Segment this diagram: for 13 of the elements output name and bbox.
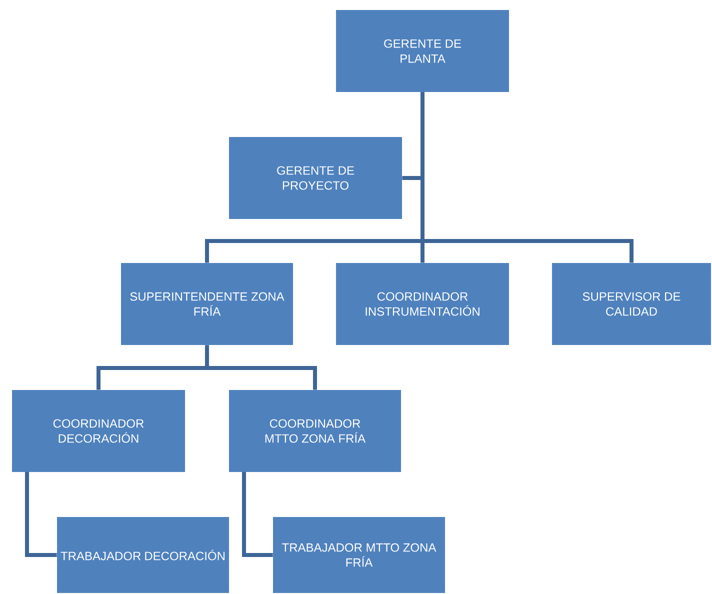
connector-line [420, 92, 634, 263]
org-box: TRABAJADOR DECORACIÓN [57, 517, 229, 593]
connector-line [242, 472, 273, 557]
org-box: GERENTE DE PROYECTO [229, 137, 402, 219]
connector-line [25, 472, 57, 557]
org-box: SUPERVISOR DE CALIDAD [552, 263, 711, 345]
org-box: COORDINADOR INSTRUMENTACIÓN [336, 263, 509, 345]
org-box: GERENTE DE PLANTA [336, 10, 509, 92]
org-box: COORDINADOR MTTO ZONA FRÍA [229, 390, 401, 472]
org-box: TRABAJADOR MTTO ZONA FRÍA [273, 517, 445, 593]
org-box: SUPERINTENDENTE ZONA FRÍA [121, 263, 293, 345]
org-box: COORDINADOR DECORACIÓN [12, 390, 185, 472]
connector-line [205, 345, 317, 390]
